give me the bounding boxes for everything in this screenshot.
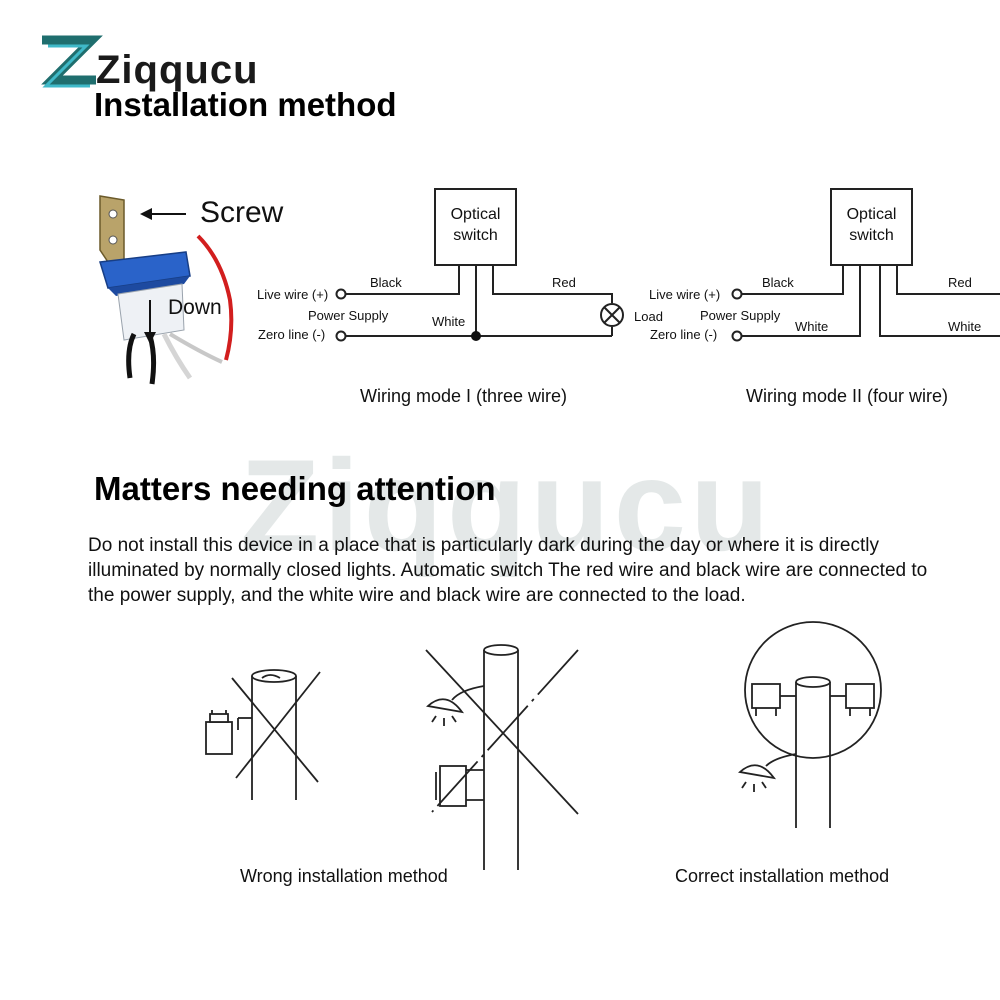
down-arrow-icon bbox=[144, 300, 156, 344]
mode1-power-supply-label: Power Supply bbox=[308, 308, 389, 323]
wiring-mode-2-diagram bbox=[731, 266, 1000, 342]
switch-box-1-line2: switch bbox=[453, 227, 498, 244]
wiring-mode-1-diagram bbox=[335, 266, 624, 342]
correct-installation-caption: Correct installation method bbox=[675, 866, 890, 886]
mode1-white-label: White bbox=[432, 314, 466, 329]
mode1-black-label: Black bbox=[370, 275, 402, 290]
wrong-cross-2-icon bbox=[425, 649, 579, 815]
attention-title: Matters needing attention bbox=[94, 470, 496, 507]
attention-paragraph: Do not install this device in a place th… bbox=[88, 535, 928, 606]
wrong-installation-1-drawing bbox=[205, 669, 297, 800]
mode2-white-label: White bbox=[795, 319, 829, 334]
mode2-power-supply-label: Power Supply bbox=[700, 308, 781, 323]
mode2-live-wire-label: Live wire (+) bbox=[649, 287, 721, 302]
mode1-load-label: Load bbox=[634, 309, 663, 324]
wrong-installation-2-drawing bbox=[426, 644, 519, 870]
switch-box-2-line2: switch bbox=[849, 227, 894, 244]
wrong-installation-caption: Wrong installation method bbox=[240, 866, 448, 886]
mode2-black-label: Black bbox=[762, 275, 794, 290]
junction-dot bbox=[471, 331, 481, 341]
installation-title: Installation method bbox=[94, 86, 397, 123]
watermark: Ziqqucu bbox=[240, 432, 774, 578]
optical-switch-box-1: Optical switch bbox=[434, 188, 517, 266]
switch-box-1-line1: Optical bbox=[450, 206, 501, 223]
mode1-red-label: Red bbox=[552, 275, 576, 290]
mode2-caption: Wiring mode II (four wire) bbox=[746, 386, 949, 406]
correct-installation-drawing bbox=[738, 621, 882, 828]
screw-arrow-icon bbox=[140, 208, 186, 220]
wrong-cross-1-icon bbox=[231, 671, 321, 783]
down-label: Down bbox=[168, 296, 222, 319]
light-sensor-icon bbox=[99, 195, 234, 385]
optical-switch-box-2: Optical switch bbox=[830, 188, 913, 266]
mode2-zero-line-label: Zero line (-) bbox=[650, 327, 718, 342]
mode1-live-wire-label: Live wire (+) bbox=[257, 287, 329, 302]
screw-label: Screw bbox=[200, 196, 284, 229]
mode2-white-right-label: White bbox=[948, 319, 982, 334]
mode2-red-label: Red bbox=[948, 275, 972, 290]
mode1-caption: Wiring mode I (three wire) bbox=[360, 386, 568, 406]
switch-box-2-line1: Optical bbox=[846, 206, 897, 223]
brand-name: Ziqqucu bbox=[96, 48, 259, 92]
mode1-zero-line-label: Zero line (-) bbox=[258, 327, 326, 342]
